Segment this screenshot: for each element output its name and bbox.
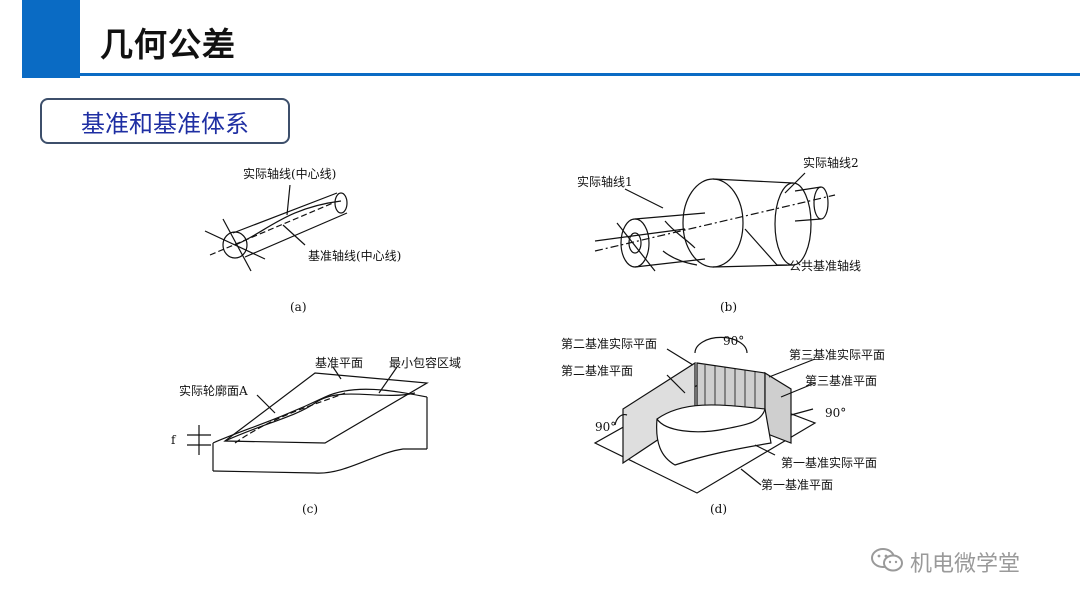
diagram-c [187,366,429,474]
label-d-2nd-actual: 第二基准实际平面 [561,336,657,351]
caption-d: (d) [710,502,727,516]
label-b-common-datum-axis: 公共基准轴线 [789,258,861,273]
label-c-actual-surface: 实际轮廓面A [179,383,248,398]
watermark-text: 机电微学堂 [910,552,1021,577]
label-c-datum-plane: 基准平面 [315,356,363,370]
label-b-actual-axis-2: 实际轴线2 [803,155,859,170]
label-d-1st-actual: 第一基准实际平面 [781,455,877,470]
label-c-min-zone: 最小包容区域 [389,355,461,370]
page-title: 几何公差 [100,25,236,64]
diagram-d [593,336,817,494]
label-d-angle-top: 90° [723,334,744,348]
label-a-actual-axis: 实际轴线(中心线) [243,166,336,181]
caption-a: (a) [290,300,307,314]
label-d-3rd-actual: 第三基准实际平面 [789,347,885,362]
figure-panel: 实际轴线(中心线) 基准轴线(中心线) (a) [165,153,913,521]
label-d-2nd-datum: 第二基准平面 [561,364,633,378]
header-accent-bar [22,0,80,78]
section-tab[interactable]: 基准和基准体系 [40,98,290,144]
label-d-angle-left: 90° [595,420,616,434]
label-b-actual-axis-1: 实际轴线1 [577,174,633,189]
caption-c: (c) [302,502,318,516]
wechat-icon [870,546,904,578]
diagram-a [204,184,348,272]
section-tab-label: 基准和基准体系 [81,109,249,138]
datum-diagram: 实际轴线(中心线) 基准轴线(中心线) (a) [165,153,913,521]
watermark: 机电微学堂 [870,546,1021,578]
caption-b: (b) [720,300,737,314]
label-d-3rd-datum: 第三基准平面 [805,374,877,388]
header-divider [80,73,1080,76]
label-a-datum-axis: 基准轴线(中心线) [308,248,401,263]
label-d-angle-right: 90° [825,406,846,420]
diagram-b [594,172,836,272]
label-c-f: f [171,433,177,447]
label-d-1st-datum: 第一基准平面 [761,478,833,492]
